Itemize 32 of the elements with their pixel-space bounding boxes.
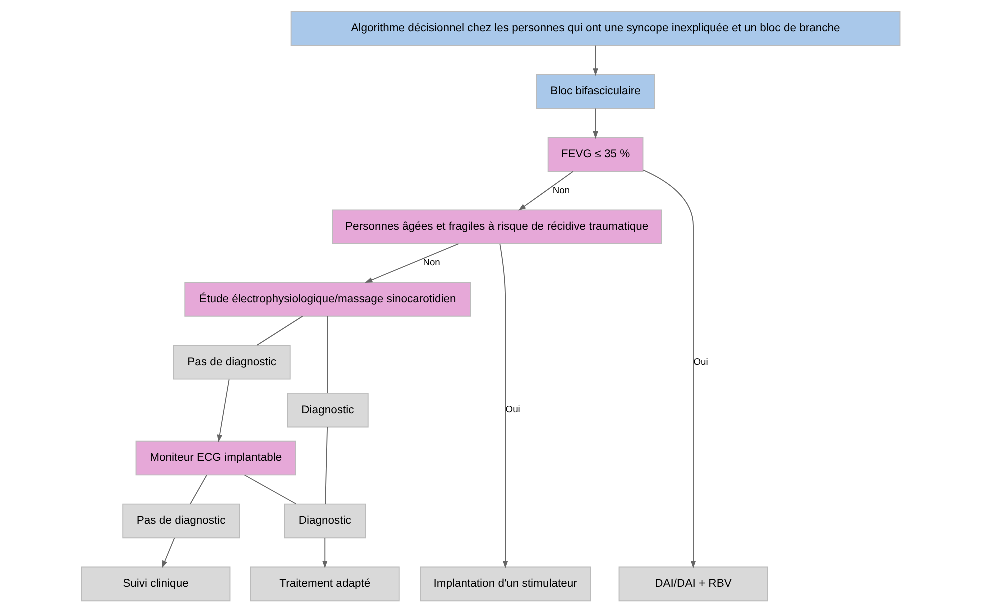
node-box: Algorithme décisionnel chez les personnes qui ont une syncope inexpliquée et un bloc de branche [290, 11, 900, 46]
arrow [499, 244, 508, 569]
node-box: FEVG ≤ 35 % [547, 137, 644, 172]
node-box: Suivi clinique [80, 566, 230, 602]
node-box: Personnes âgées et fragiles à risque de récidive traumatique [332, 210, 662, 244]
node-box: Implantation d'un stimulateur [420, 566, 591, 602]
arrow [162, 538, 175, 568]
arrow [642, 170, 696, 569]
connector [326, 316, 328, 394]
edge-label: Non [552, 184, 570, 196]
arrow [592, 45, 598, 76]
node-box: Pas de diagnostic [172, 345, 290, 380]
connector [244, 474, 296, 505]
node-box: Étude électrophysiologique/massage sinocarotidien [184, 282, 471, 317]
edge-label: Non [422, 256, 440, 268]
edge-label: Oui [505, 404, 520, 415]
connector [190, 474, 207, 505]
arrow [518, 171, 574, 211]
connector [324, 426, 328, 505]
node-box: DAI/DAI + RBV [618, 566, 768, 602]
node-box: Pas de diagnostic [122, 504, 240, 539]
arrow [322, 538, 328, 569]
node-box: Traitement adapté [250, 566, 400, 602]
node-box: Diagnostic [284, 504, 366, 539]
edge-label: Oui [693, 356, 708, 367]
node-box: Moniteur ECG implantable [135, 440, 296, 476]
node-box: Diagnostic [286, 392, 368, 428]
arrow [364, 244, 459, 283]
arrow [592, 108, 598, 140]
node-box: Bloc bifasciculaire [536, 74, 655, 110]
connector [256, 316, 303, 346]
arrow [216, 379, 230, 443]
